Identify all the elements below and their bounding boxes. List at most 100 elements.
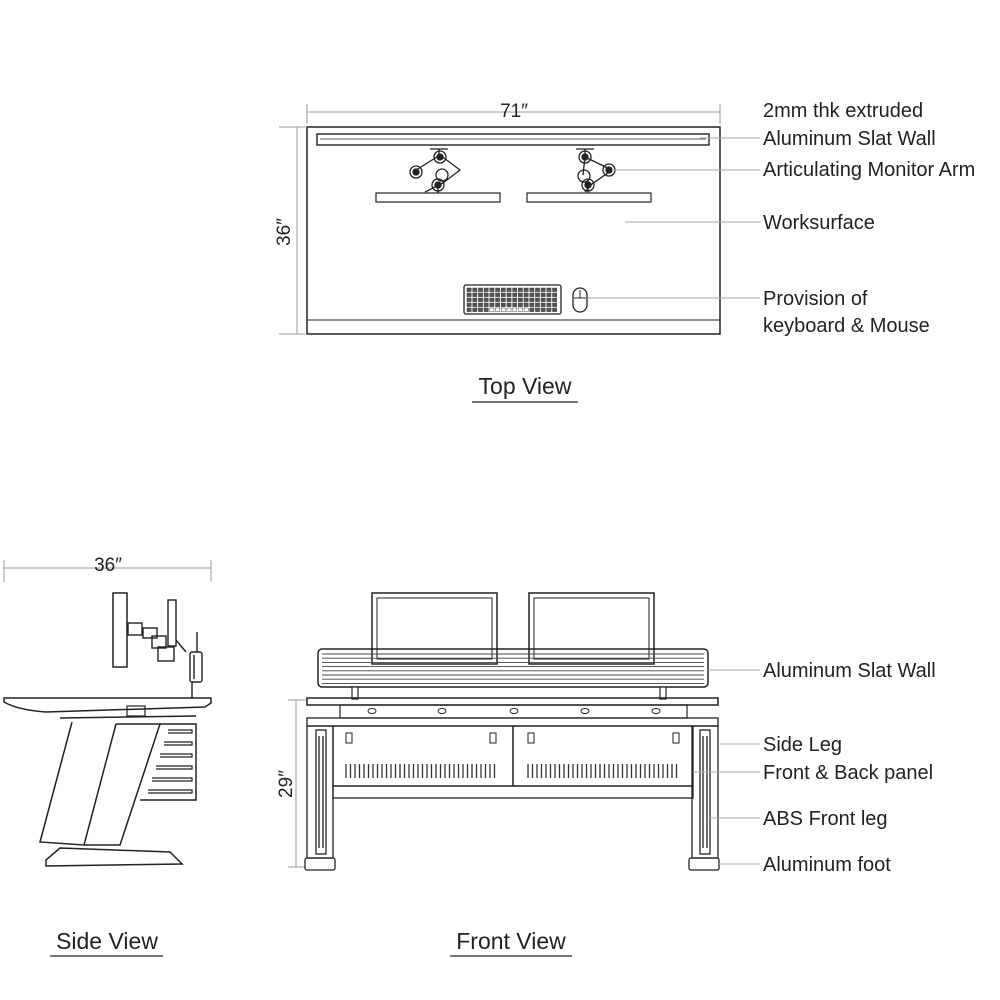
keyboard-key bbox=[501, 287, 506, 292]
front-monitor-left bbox=[371, 592, 498, 665]
front-view-title: Front View bbox=[456, 928, 566, 954]
keyboard-key bbox=[523, 287, 529, 292]
keyboard-key bbox=[483, 292, 489, 297]
label-foot: Aluminum foot bbox=[763, 854, 891, 876]
keyboard-key bbox=[483, 307, 489, 312]
keyboard-key bbox=[529, 292, 535, 297]
keyboard-key bbox=[506, 307, 512, 312]
keyboard-key bbox=[540, 287, 546, 292]
keyboard-key bbox=[546, 302, 552, 307]
keyboard-key bbox=[466, 302, 472, 307]
side-depth-dimension: 36″ bbox=[3, 555, 212, 582]
front-monitor-right bbox=[528, 592, 655, 665]
front-height-dimension: 29″ bbox=[276, 699, 306, 868]
keyboard-key bbox=[540, 302, 546, 307]
front-side-leg-left bbox=[304, 725, 336, 871]
keyboard-key bbox=[523, 307, 529, 312]
front-height-text: 29″ bbox=[276, 770, 297, 798]
keyboard-key bbox=[466, 307, 472, 312]
label-side-leg: Side Leg bbox=[763, 734, 842, 756]
top-mouse bbox=[572, 287, 588, 313]
keyboard-key bbox=[546, 287, 552, 292]
keyboard-key bbox=[535, 302, 540, 307]
keyboard-key bbox=[552, 307, 557, 312]
keyboard-key bbox=[546, 297, 552, 302]
keyboard-key bbox=[506, 287, 512, 292]
top-width-dimension: 71″ bbox=[306, 101, 721, 124]
keyboard-key bbox=[495, 302, 500, 307]
top-slat-wall bbox=[316, 133, 710, 146]
front-slat-posts bbox=[351, 686, 667, 700]
keyboard-key bbox=[518, 292, 523, 297]
keyboard-key bbox=[501, 292, 506, 297]
top-depth-dimension: 36″ bbox=[274, 126, 305, 335]
keyboard-key bbox=[529, 302, 535, 307]
top-depth-text: 36″ bbox=[274, 218, 295, 246]
keyboard-key bbox=[495, 287, 500, 292]
keyboard-key bbox=[501, 297, 506, 302]
keyboard-key bbox=[518, 287, 523, 292]
keyboard-key bbox=[506, 292, 512, 297]
keyboard-key bbox=[489, 307, 495, 312]
keyboard-key bbox=[546, 307, 552, 312]
keyboard-key bbox=[535, 297, 540, 302]
top-monitor-right bbox=[526, 192, 652, 203]
top-view-title: Top View bbox=[479, 373, 572, 399]
top-keyboard bbox=[463, 284, 562, 315]
side-monitor-arm bbox=[127, 599, 203, 698]
side-view-title: Side View bbox=[56, 928, 158, 954]
label-keyboard-line1: Provision of bbox=[763, 288, 868, 310]
keyboard-key bbox=[540, 297, 546, 302]
keyboard-key bbox=[552, 292, 557, 297]
keyboard-key bbox=[495, 307, 500, 312]
keyboard-key bbox=[478, 307, 483, 312]
keyboard-key bbox=[552, 297, 557, 302]
side-worksurface bbox=[3, 697, 212, 717]
keyboard-key bbox=[535, 287, 540, 292]
label-slat-wall-line1: 2mm thk extruded bbox=[763, 100, 923, 122]
keyboard-key bbox=[478, 287, 483, 292]
side-view: 36″ bbox=[3, 555, 212, 957]
keyboard-key bbox=[540, 307, 546, 312]
keyboard-key bbox=[483, 297, 489, 302]
side-pedestal bbox=[39, 715, 197, 867]
keyboard-key bbox=[552, 302, 557, 307]
keyboard-key bbox=[472, 292, 478, 297]
keyboard-key bbox=[540, 292, 546, 297]
keyboard-key bbox=[478, 297, 483, 302]
label-worksurface: Worksurface bbox=[763, 212, 875, 234]
top-monitor-arm-right bbox=[576, 148, 616, 193]
keyboard-key bbox=[489, 292, 495, 297]
keyboard-key bbox=[466, 297, 472, 302]
keyboard-key bbox=[512, 302, 517, 307]
front-side-leg-right bbox=[688, 725, 720, 871]
keyboard-key bbox=[529, 297, 535, 302]
keyboard-key bbox=[495, 297, 500, 302]
keyboard-key bbox=[506, 302, 512, 307]
top-worksurface-outline bbox=[306, 126, 721, 335]
keyboard-key bbox=[501, 302, 506, 307]
keyboard-key bbox=[483, 302, 489, 307]
keyboard-key bbox=[472, 302, 478, 307]
keyboard-key bbox=[512, 287, 517, 292]
keyboard-key bbox=[518, 297, 523, 302]
keyboard-key bbox=[472, 297, 478, 302]
label-abs-leg: ABS Front leg bbox=[763, 808, 888, 830]
front-slat-wall bbox=[317, 648, 709, 688]
keyboard-key bbox=[546, 292, 552, 297]
keyboard-key bbox=[472, 287, 478, 292]
side-depth-text: 36″ bbox=[94, 555, 122, 576]
label-keyboard-line2: keyboard & Mouse bbox=[763, 315, 930, 337]
keyboard-key bbox=[501, 307, 506, 312]
keyboard-key bbox=[512, 297, 517, 302]
keyboard-key bbox=[478, 302, 483, 307]
label-monitor-arm: Articulating Monitor Arm bbox=[763, 159, 975, 181]
top-width-text: 71″ bbox=[500, 101, 528, 122]
keyboard-key bbox=[466, 292, 472, 297]
side-monitor bbox=[112, 592, 128, 668]
keyboard-key bbox=[529, 307, 535, 312]
keyboard-key bbox=[483, 287, 489, 292]
top-monitor-arm-left bbox=[409, 148, 462, 193]
keyboard-key bbox=[535, 292, 540, 297]
